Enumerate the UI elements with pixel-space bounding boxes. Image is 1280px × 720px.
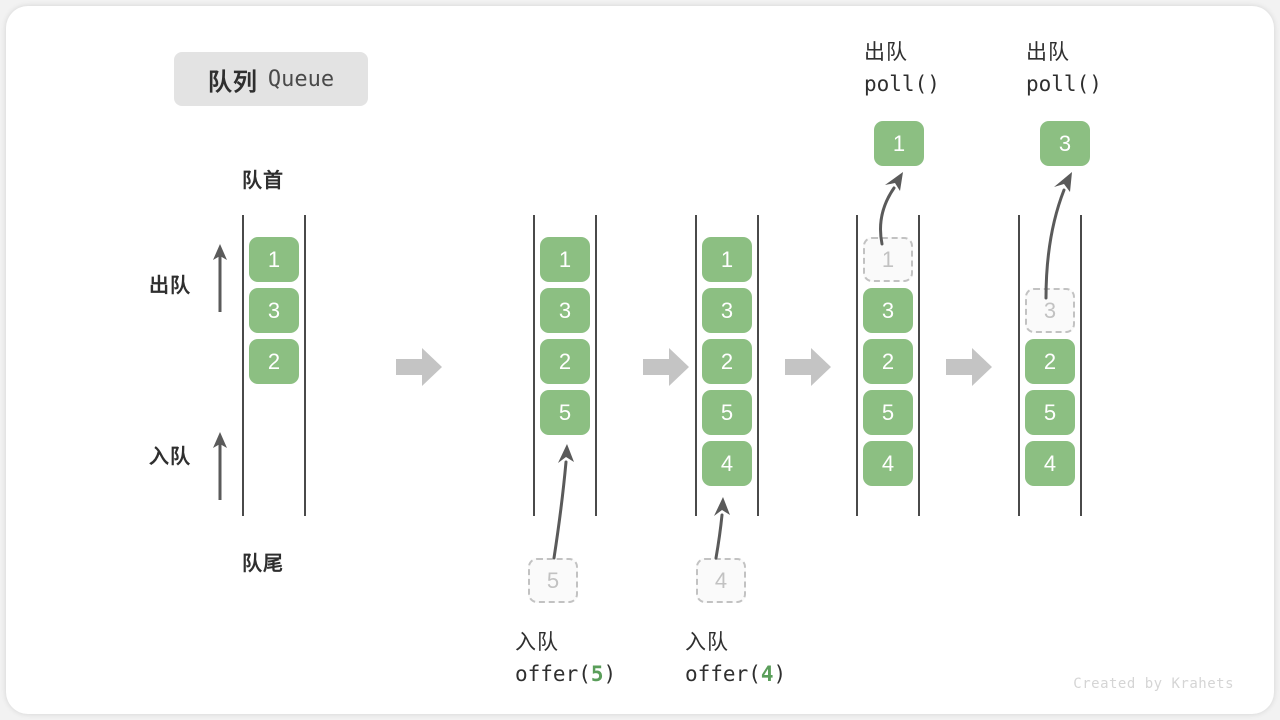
queue-item: 5 — [1025, 390, 1075, 435]
queue-item: 3 — [702, 288, 752, 333]
operation-code-argument: 4 — [760, 662, 774, 686]
operation-code: poll() — [1026, 72, 1102, 96]
incoming-value-ghost: 4 — [696, 558, 746, 603]
queue-rail-right — [757, 215, 759, 516]
queue-rail-right — [1080, 215, 1082, 516]
operation-code-prefix: poll( — [1026, 72, 1090, 96]
flow-arrow-icon — [396, 348, 442, 386]
queue-item: 1 — [702, 237, 752, 282]
queue-slots: 3 2 5 4 — [1025, 288, 1075, 492]
operation-code: poll() — [864, 72, 940, 96]
queue-item: 5 — [863, 390, 913, 435]
operation-code: offer(4) — [685, 662, 786, 686]
queue-rail-right — [304, 215, 306, 516]
operation-label-poll-1: 出队 poll() — [864, 36, 940, 96]
queue-rail-left — [533, 215, 535, 516]
diagram-card: 队列 Queue 队首 队尾 出队 入队 1 3 2 — [6, 6, 1274, 714]
enqueue-direction-arrow-icon — [213, 432, 227, 500]
operation-name: 入队 — [685, 631, 729, 654]
queue-column-state-2: 1 3 2 5 — [533, 215, 597, 516]
queue-slots: 1 3 2 — [249, 237, 299, 390]
queue-item-removed: 1 — [863, 237, 913, 282]
operation-code-argument: 5 — [590, 662, 604, 686]
operation-name: 入队 — [515, 631, 559, 654]
queue-rail-right — [595, 215, 597, 516]
popped-value-box: 1 — [874, 121, 924, 166]
operation-code-suffix: ) — [1089, 72, 1102, 96]
title-badge: 队列 Queue — [174, 52, 368, 106]
queue-item: 2 — [863, 339, 913, 384]
operation-code-suffix: ) — [773, 662, 787, 686]
flow-arrow-icon — [785, 348, 831, 386]
queue-item: 3 — [249, 288, 299, 333]
operation-label-offer-4: 入队 offer(4) — [685, 626, 786, 686]
queue-item: 1 — [249, 237, 299, 282]
enqueue-curve-arrow-icon — [714, 497, 730, 560]
operation-label-poll-3: 出队 poll() — [1026, 36, 1102, 96]
flow-arrow-icon — [946, 348, 992, 386]
operation-code-prefix: poll( — [864, 72, 928, 96]
queue-column-state-4: 1 3 2 5 4 — [856, 215, 920, 516]
operation-code-suffix: ) — [927, 72, 940, 96]
operation-name: 出队 — [1026, 41, 1070, 64]
queue-item: 3 — [540, 288, 590, 333]
queue-item: 2 — [540, 339, 590, 384]
operation-code-suffix: ) — [603, 662, 617, 686]
queue-item: 2 — [249, 339, 299, 384]
enqueue-direction-label: 入队 — [149, 446, 191, 468]
popped-value-box: 3 — [1040, 121, 1090, 166]
operation-label-offer-5: 入队 offer(5) — [515, 626, 616, 686]
dequeue-curve-arrow-icon — [1044, 172, 1072, 300]
operation-code: offer(5) — [515, 662, 616, 686]
queue-item: 1 — [540, 237, 590, 282]
flow-arrow-icon — [643, 348, 689, 386]
dequeue-curve-arrow-icon — [879, 172, 903, 246]
queue-item: 5 — [702, 390, 752, 435]
queue-rail-right — [918, 215, 920, 516]
operation-code-prefix: offer( — [515, 662, 591, 686]
incoming-value-ghost: 5 — [528, 558, 578, 603]
queue-item: 3 — [863, 288, 913, 333]
queue-item: 4 — [863, 441, 913, 486]
queue-column-state-5: 3 2 5 4 — [1018, 215, 1082, 516]
operation-name: 出队 — [864, 41, 908, 64]
queue-item: 4 — [702, 441, 752, 486]
queue-slots: 1 3 2 5 4 — [702, 237, 752, 492]
operation-code-prefix: offer( — [685, 662, 761, 686]
queue-item: 2 — [1025, 339, 1075, 384]
queue-item: 4 — [1025, 441, 1075, 486]
queue-slots: 1 3 2 5 4 — [863, 237, 913, 492]
queue-item: 5 — [540, 390, 590, 435]
queue-rail-left — [1018, 215, 1020, 516]
queue-slots: 1 3 2 5 — [540, 237, 590, 441]
queue-rail-left — [242, 215, 244, 516]
dequeue-direction-label: 出队 — [149, 275, 191, 297]
title-english: Queue — [267, 66, 335, 92]
queue-tail-label: 队尾 — [242, 553, 284, 575]
queue-item-removed: 3 — [1025, 288, 1075, 333]
watermark: Created by Krahets — [1073, 676, 1234, 692]
enqueue-curve-arrow-icon — [552, 444, 574, 560]
queue-rail-left — [695, 215, 697, 516]
queue-rail-left — [856, 215, 858, 516]
dequeue-direction-arrow-icon — [213, 244, 227, 312]
queue-item: 2 — [702, 339, 752, 384]
queue-head-label: 队首 — [242, 170, 284, 192]
queue-column-state-3: 1 3 2 5 4 — [695, 215, 759, 516]
queue-column-state-1: 1 3 2 — [242, 215, 306, 516]
title-chinese: 队列 — [207, 68, 258, 96]
